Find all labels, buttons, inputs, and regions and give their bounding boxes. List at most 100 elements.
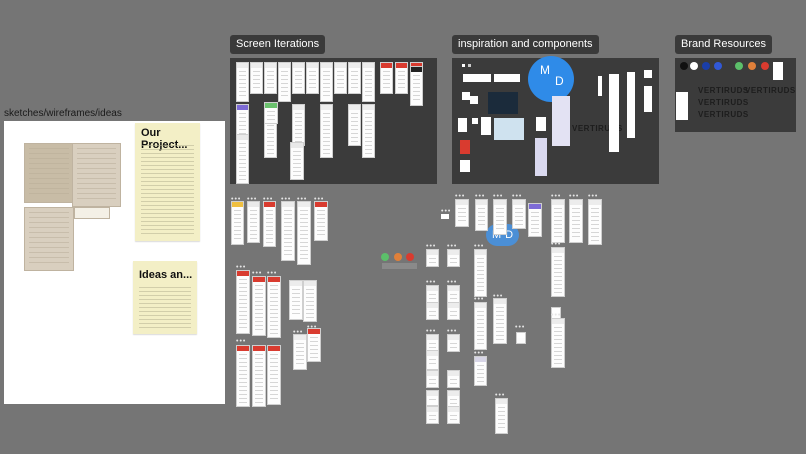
screen-thumbnail[interactable] — [236, 345, 250, 407]
component-thumbnail[interactable] — [468, 64, 471, 67]
screen-thumbnail[interactable] — [292, 104, 305, 146]
screen-thumbnail[interactable] — [569, 199, 583, 243]
sketch-photo[interactable] — [24, 207, 74, 271]
screen-thumbnail[interactable] — [320, 104, 333, 158]
screen-thumbnail[interactable] — [551, 318, 565, 368]
color-swatch[interactable] — [735, 62, 743, 70]
component-thumbnail[interactable] — [441, 214, 449, 219]
screen-thumbnail[interactable] — [250, 62, 263, 94]
screen-thumbnail[interactable] — [292, 62, 305, 94]
component-thumbnail[interactable] — [463, 74, 491, 82]
screen-thumbnail[interactable] — [426, 302, 439, 320]
screen-thumbnail[interactable] — [493, 199, 507, 235]
component-thumbnail[interactable] — [494, 118, 524, 140]
component-thumbnail[interactable] — [494, 74, 520, 82]
color-swatch[interactable] — [381, 253, 389, 261]
brand-resources-frame-label[interactable]: Brand Resources — [675, 35, 772, 54]
screen-thumbnail[interactable] — [278, 62, 291, 102]
sketch-photo[interactable] — [72, 143, 121, 207]
sketch-photo[interactable] — [74, 207, 110, 219]
color-swatch[interactable] — [702, 62, 710, 70]
sketches-frame-label[interactable]: sketches/wireframes/ideas — [4, 108, 122, 119]
component-thumbnail[interactable] — [382, 263, 417, 269]
component-thumbnail[interactable] — [462, 64, 465, 67]
screen-thumbnail[interactable] — [290, 142, 304, 180]
component-thumbnail[interactable] — [598, 76, 602, 96]
component-thumbnail[interactable] — [488, 92, 518, 114]
color-swatch[interactable] — [394, 253, 402, 261]
sketch-photo[interactable] — [24, 143, 74, 203]
screen-thumbnail[interactable] — [362, 62, 375, 102]
screen-thumbnail[interactable] — [426, 390, 439, 406]
color-swatch[interactable] — [690, 62, 698, 70]
component-thumbnail[interactable] — [627, 72, 635, 138]
component-thumbnail[interactable] — [536, 117, 546, 131]
screen-thumbnail[interactable] — [307, 328, 321, 362]
screen-thumbnail[interactable] — [252, 345, 266, 407]
screen-thumbnail[interactable] — [447, 285, 460, 303]
component-thumbnail[interactable] — [460, 140, 470, 154]
screen-thumbnail[interactable] — [252, 276, 266, 336]
screen-thumbnail[interactable] — [267, 276, 281, 338]
screen-thumbnail[interactable] — [264, 62, 277, 94]
color-swatch[interactable] — [761, 62, 769, 70]
component-thumbnail[interactable] — [644, 70, 652, 78]
screen-thumbnail[interactable] — [297, 201, 311, 265]
screen-thumbnail[interactable] — [303, 280, 317, 322]
screen-thumbnail[interactable] — [551, 199, 565, 243]
screen-thumbnail[interactable] — [426, 249, 439, 267]
screen-thumbnail[interactable] — [475, 199, 488, 231]
component-thumbnail[interactable] — [458, 118, 467, 132]
screen-thumbnail[interactable] — [348, 104, 361, 146]
component-thumbnail[interactable] — [552, 96, 570, 146]
screen-thumbnail[interactable] — [426, 370, 439, 388]
screen-thumbnail[interactable] — [474, 249, 487, 297]
component-thumbnail[interactable] — [773, 62, 783, 80]
screen-thumbnail[interactable] — [306, 62, 319, 94]
screen-thumbnail[interactable] — [395, 62, 408, 94]
screen-thumbnail[interactable] — [551, 247, 565, 297]
screen-thumbnail[interactable] — [426, 350, 439, 370]
screen-thumbnail[interactable] — [320, 62, 333, 102]
sticky-note-ideas[interactable]: Ideas an... — [133, 261, 197, 334]
screen-thumbnail[interactable] — [516, 332, 526, 344]
component-thumbnail[interactable] — [676, 92, 688, 120]
component-thumbnail[interactable] — [462, 92, 470, 100]
screen-thumbnail[interactable] — [314, 201, 328, 241]
screen-thumbnail[interactable] — [447, 249, 460, 267]
screen-thumbnail[interactable] — [588, 199, 602, 245]
screen-thumbnail[interactable] — [512, 199, 526, 229]
screen-thumbnail[interactable] — [263, 201, 276, 247]
screen-thumbnail[interactable] — [293, 334, 307, 370]
sticky-note-our-project[interactable]: Our Project... — [135, 123, 200, 241]
screen-thumbnail[interactable] — [447, 390, 460, 408]
screen-thumbnail[interactable] — [348, 62, 361, 94]
screen-thumbnail[interactable] — [474, 302, 487, 350]
screen-thumbnail[interactable] — [247, 201, 260, 243]
color-swatch[interactable] — [748, 62, 756, 70]
screen-thumbnail[interactable] — [236, 270, 250, 334]
screen-thumbnail[interactable] — [267, 345, 281, 405]
screen-thumbnail[interactable] — [362, 104, 375, 158]
screen-thumbnail[interactable] — [455, 199, 469, 227]
screen-thumbnail[interactable] — [289, 280, 303, 320]
screen-thumbnail[interactable] — [426, 406, 439, 424]
inspiration-frame-label[interactable]: inspiration and components — [452, 35, 599, 54]
screen-thumbnail[interactable] — [447, 406, 460, 424]
screen-thumbnail[interactable] — [493, 298, 507, 344]
component-thumbnail[interactable] — [472, 118, 478, 124]
screen-thumbnail[interactable] — [410, 66, 423, 106]
screen-thumbnail[interactable] — [447, 370, 460, 388]
component-thumbnail[interactable] — [470, 96, 478, 104]
screen-thumbnail[interactable] — [264, 102, 278, 124]
screen-thumbnail[interactable] — [447, 302, 460, 320]
screen-iterations-frame-label[interactable]: Screen Iterations — [230, 35, 326, 54]
color-swatch[interactable] — [406, 253, 414, 261]
component-thumbnail[interactable] — [460, 160, 470, 172]
component-thumbnail[interactable] — [481, 117, 491, 135]
screen-thumbnail[interactable] — [380, 62, 393, 94]
screen-thumbnail[interactable] — [551, 307, 561, 319]
screen-thumbnail[interactable] — [281, 201, 295, 261]
color-swatch[interactable] — [714, 62, 722, 70]
